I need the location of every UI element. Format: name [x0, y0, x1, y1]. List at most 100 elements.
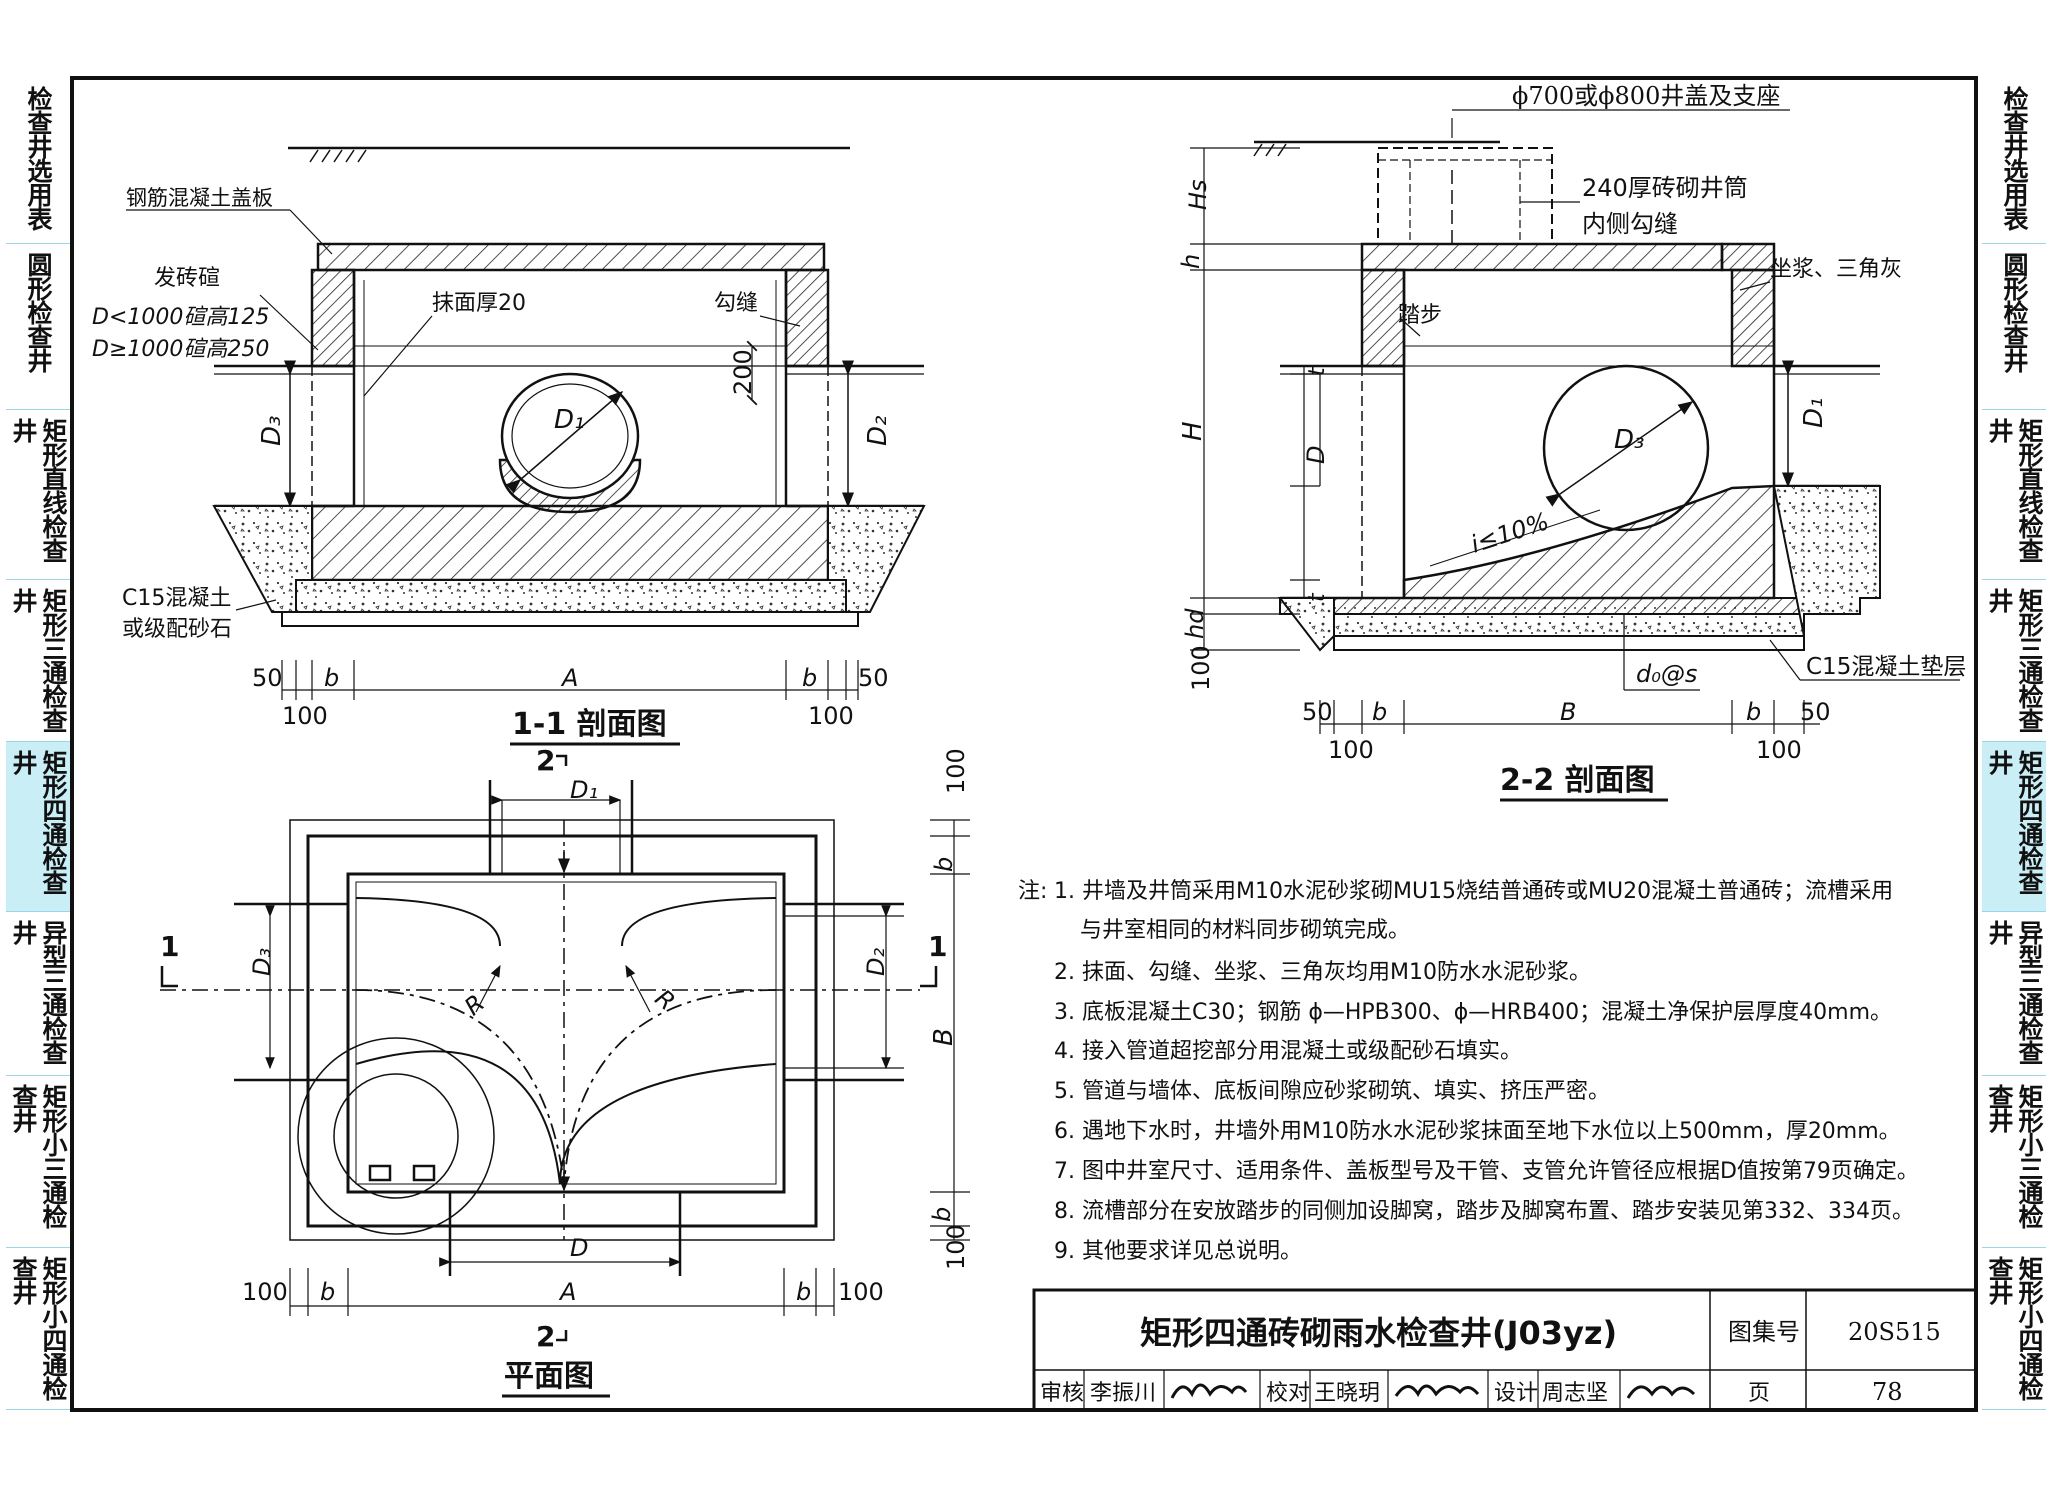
- svg-text:或级配砂石: 或级配砂石: [122, 617, 232, 642]
- right-tab-1[interactable]: 检查井选用表: [1982, 78, 2046, 244]
- tab-label: 矩形小三通检查井: [9, 1084, 68, 1228]
- section-2-2: ϕ700或ϕ800井盖及支座 240厚砖砌井筒 内侧勾缝 坐浆、三角灰 踏步: [1177, 82, 1966, 802]
- svg-text:100: 100: [1187, 645, 1215, 691]
- left-tab-7[interactable]: 矩形小三通检查井: [6, 1076, 70, 1248]
- svg-text:20S515: 20S515: [1848, 1318, 1941, 1346]
- note-line: 1. 井墙及井筒采用M10水泥砂浆砌MU15烧结普通砖或MU20混凝土普通砖；流…: [1054, 879, 1893, 904]
- svg-text:钢筋混凝土盖板: 钢筋混凝土盖板: [126, 186, 273, 210]
- svg-text:b: b: [930, 857, 958, 872]
- right-tab-2[interactable]: 圆形检查井: [1982, 244, 2046, 410]
- svg-text:D≥1000碹高250: D≥1000碹高250: [92, 337, 269, 362]
- svg-text:50: 50: [858, 664, 889, 692]
- svg-text:D₁: D₁: [1799, 398, 1829, 428]
- wall-left-upper: [310, 268, 356, 368]
- svg-text:D₃: D₃: [248, 948, 276, 976]
- signature-checker: [1394, 1384, 1480, 1398]
- svg-text:b: b: [802, 664, 817, 692]
- svg-text:2: 2: [536, 744, 555, 777]
- svg-text:坐浆、三角灰: 坐浆、三角灰: [1770, 257, 1902, 282]
- svg-text:ϕ700或ϕ800井盖及支座: ϕ700或ϕ800井盖及支座: [1512, 82, 1780, 110]
- base-slab: [310, 504, 830, 582]
- wall-right-upper: [784, 268, 830, 368]
- svg-text:D₃: D₃: [1614, 425, 1644, 455]
- tab-label: 矩形直线检查井: [9, 418, 68, 562]
- svg-text:校对: 校对: [1266, 1381, 1310, 1406]
- tab-label: 检查井选用表: [2000, 86, 2029, 230]
- svg-text:d₀@s: d₀@s: [1636, 660, 1697, 688]
- tab-label: 矩形小四通检查井: [1985, 1256, 2044, 1400]
- note-line: 9. 其他要求详见总说明。: [1054, 1239, 1302, 1264]
- svg-text:100: 100: [942, 1224, 970, 1270]
- right-tab-6[interactable]: 异型三通检查井: [1982, 912, 2046, 1076]
- svg-text:240厚砖砌井筒: 240厚砖砌井筒: [1582, 174, 1748, 202]
- svg-text:100: 100: [942, 748, 970, 794]
- note-line: 2. 抹面、勾缝、坐浆、三角灰均用M10防水水泥砂浆。: [1054, 960, 1591, 985]
- svg-text:审核: 审核: [1040, 1381, 1084, 1406]
- svg-text:b: b: [796, 1278, 811, 1306]
- section22-title: 2-2 剖面图: [1500, 763, 1655, 798]
- left-tab-8[interactable]: 矩形小四通检查井: [6, 1248, 70, 1410]
- svg-text:t: t: [1305, 592, 1330, 602]
- svg-text:B: B: [1560, 698, 1576, 726]
- svg-text:1: 1: [928, 930, 947, 963]
- svg-text:D: D: [1302, 446, 1330, 464]
- svg-text:页: 页: [1748, 1381, 1770, 1406]
- left-tab-5[interactable]: 矩形四通检查井: [6, 742, 70, 912]
- right-tab-7[interactable]: 矩形小三通检查井: [1982, 1076, 2046, 1248]
- svg-text:50: 50: [1302, 698, 1333, 726]
- note-line: 6. 遇地下水时，井墙外用M10防水水泥砂浆抹面至地下水位以上500mm，厚20…: [1054, 1119, 1901, 1144]
- section-1-1: D₁ D₃ D₂ 200 钢筋混凝土盖板 发砖碹 D<1000碹高125 D≥1…: [92, 146, 926, 746]
- svg-text:D₂: D₂: [862, 948, 890, 976]
- tab-label: 矩形小四通检查井: [9, 1256, 68, 1400]
- svg-text:t: t: [1305, 366, 1330, 376]
- signature-designer: [1626, 1385, 1696, 1399]
- note-line: 5. 管道与墙体、底板间隙应砂浆砌筑、填实、挤压严密。: [1054, 1079, 1610, 1104]
- svg-text:发砖碹: 发砖碹: [154, 266, 220, 291]
- note-line: 与井室相同的材料同步砌筑完成。: [1080, 918, 1410, 943]
- cover-slab-2: [1360, 242, 1724, 272]
- right-tab-5[interactable]: 矩形四通检查井: [1982, 742, 2046, 912]
- svg-text:78: 78: [1872, 1378, 1903, 1406]
- left-tab-3[interactable]: 矩形直线检查井: [6, 410, 70, 580]
- svg-text:抹面厚20: 抹面厚20: [432, 291, 526, 316]
- cover-slab: [316, 242, 826, 272]
- svg-text:1: 1: [160, 930, 179, 963]
- svg-text:周志坚: 周志坚: [1542, 1381, 1608, 1406]
- svg-text:hd: hd: [1181, 608, 1209, 639]
- svg-text:100: 100: [808, 702, 854, 730]
- svg-text:50: 50: [252, 664, 283, 692]
- ground-hatch-left: [309, 149, 367, 163]
- notes-prefix: 注:: [1018, 879, 1047, 904]
- tab-label: 矩形三通检查井: [1985, 588, 2044, 732]
- signature-reviewer: [1170, 1383, 1248, 1399]
- left-tab-6[interactable]: 异型三通检查井: [6, 912, 70, 1076]
- right-tab-4[interactable]: 矩形三通检查井: [1982, 580, 2046, 742]
- left-tab-4[interactable]: 矩形三通检查井: [6, 580, 70, 742]
- svg-text:H: H: [1178, 421, 1208, 441]
- svg-text:图集号: 图集号: [1728, 1318, 1800, 1346]
- tab-label: 矩形四通检查井: [9, 750, 68, 894]
- svg-text:D₃: D₃: [257, 416, 287, 446]
- svg-text:李振川: 李振川: [1090, 1381, 1156, 1406]
- svg-text:B: B: [929, 1028, 959, 1046]
- tab-label: 圆形检查井: [2000, 252, 2029, 372]
- svg-text:王晓玥: 王晓玥: [1314, 1381, 1380, 1406]
- right-tab-8[interactable]: 矩形小四通检查井: [1982, 1248, 2046, 1410]
- svg-text:b: b: [320, 1278, 335, 1306]
- svg-text:100: 100: [838, 1278, 884, 1306]
- right-tab-3[interactable]: 矩形直线检查井: [1982, 410, 2046, 580]
- tab-label: 异型三通检查井: [1985, 920, 2044, 1064]
- section11-title: 1-1 剖面图: [512, 707, 667, 742]
- svg-text:D₁: D₁: [570, 776, 598, 804]
- svg-text:C15混凝土: C15混凝土: [122, 586, 231, 611]
- svg-text:b: b: [1372, 698, 1387, 726]
- left-tab-1[interactable]: 检查井选用表: [6, 78, 70, 244]
- svg-text:Hs: Hs: [1184, 179, 1212, 210]
- tab-label: 矩形四通检查井: [1985, 750, 2044, 894]
- svg-text:内侧勾缝: 内侧勾缝: [1582, 210, 1678, 238]
- left-tab-2[interactable]: 圆形检查井: [6, 244, 70, 410]
- drawing-title: 矩形四通砖砌雨水检查井(J03yz): [1140, 1314, 1617, 1352]
- svg-text:踏步: 踏步: [1398, 303, 1442, 328]
- svg-text:R: R: [650, 984, 681, 1016]
